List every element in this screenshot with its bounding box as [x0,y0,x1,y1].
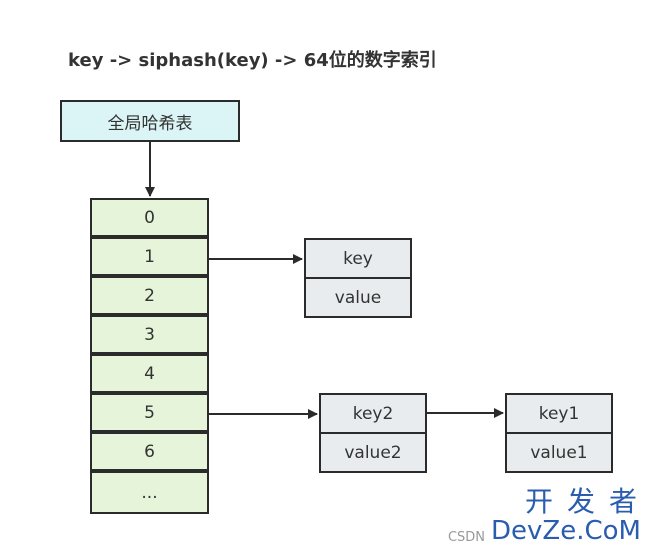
node-a-key: key [304,238,412,279]
slot-2: 2 [90,276,209,315]
node-c-key: key1 [505,393,613,434]
node-b-value: value2 [319,432,427,473]
watermark-en: DevZe.CoM [491,516,641,546]
slot-3: 3 [90,315,209,354]
slot-5: 5 [90,393,209,432]
watermark: 开发者 CSDN DevZe.CoM [447,487,641,546]
node-c-value: value1 [505,432,613,473]
watermark-prefix: CSDN [447,530,486,545]
slot-1: 1 [90,237,209,276]
watermark-cn: 开发者 [524,485,651,518]
slot-more: ... [90,471,209,514]
node-b-key: key2 [319,393,427,434]
node-a-value: value [304,277,412,318]
slot-0: 0 [90,198,209,237]
slot-4: 4 [90,354,209,393]
diagram-title: key -> siphash(key) -> 64位的数字索引 [68,50,437,71]
slot-6: 6 [90,432,209,471]
hash-table-label: 全局哈希表 [60,100,240,142]
